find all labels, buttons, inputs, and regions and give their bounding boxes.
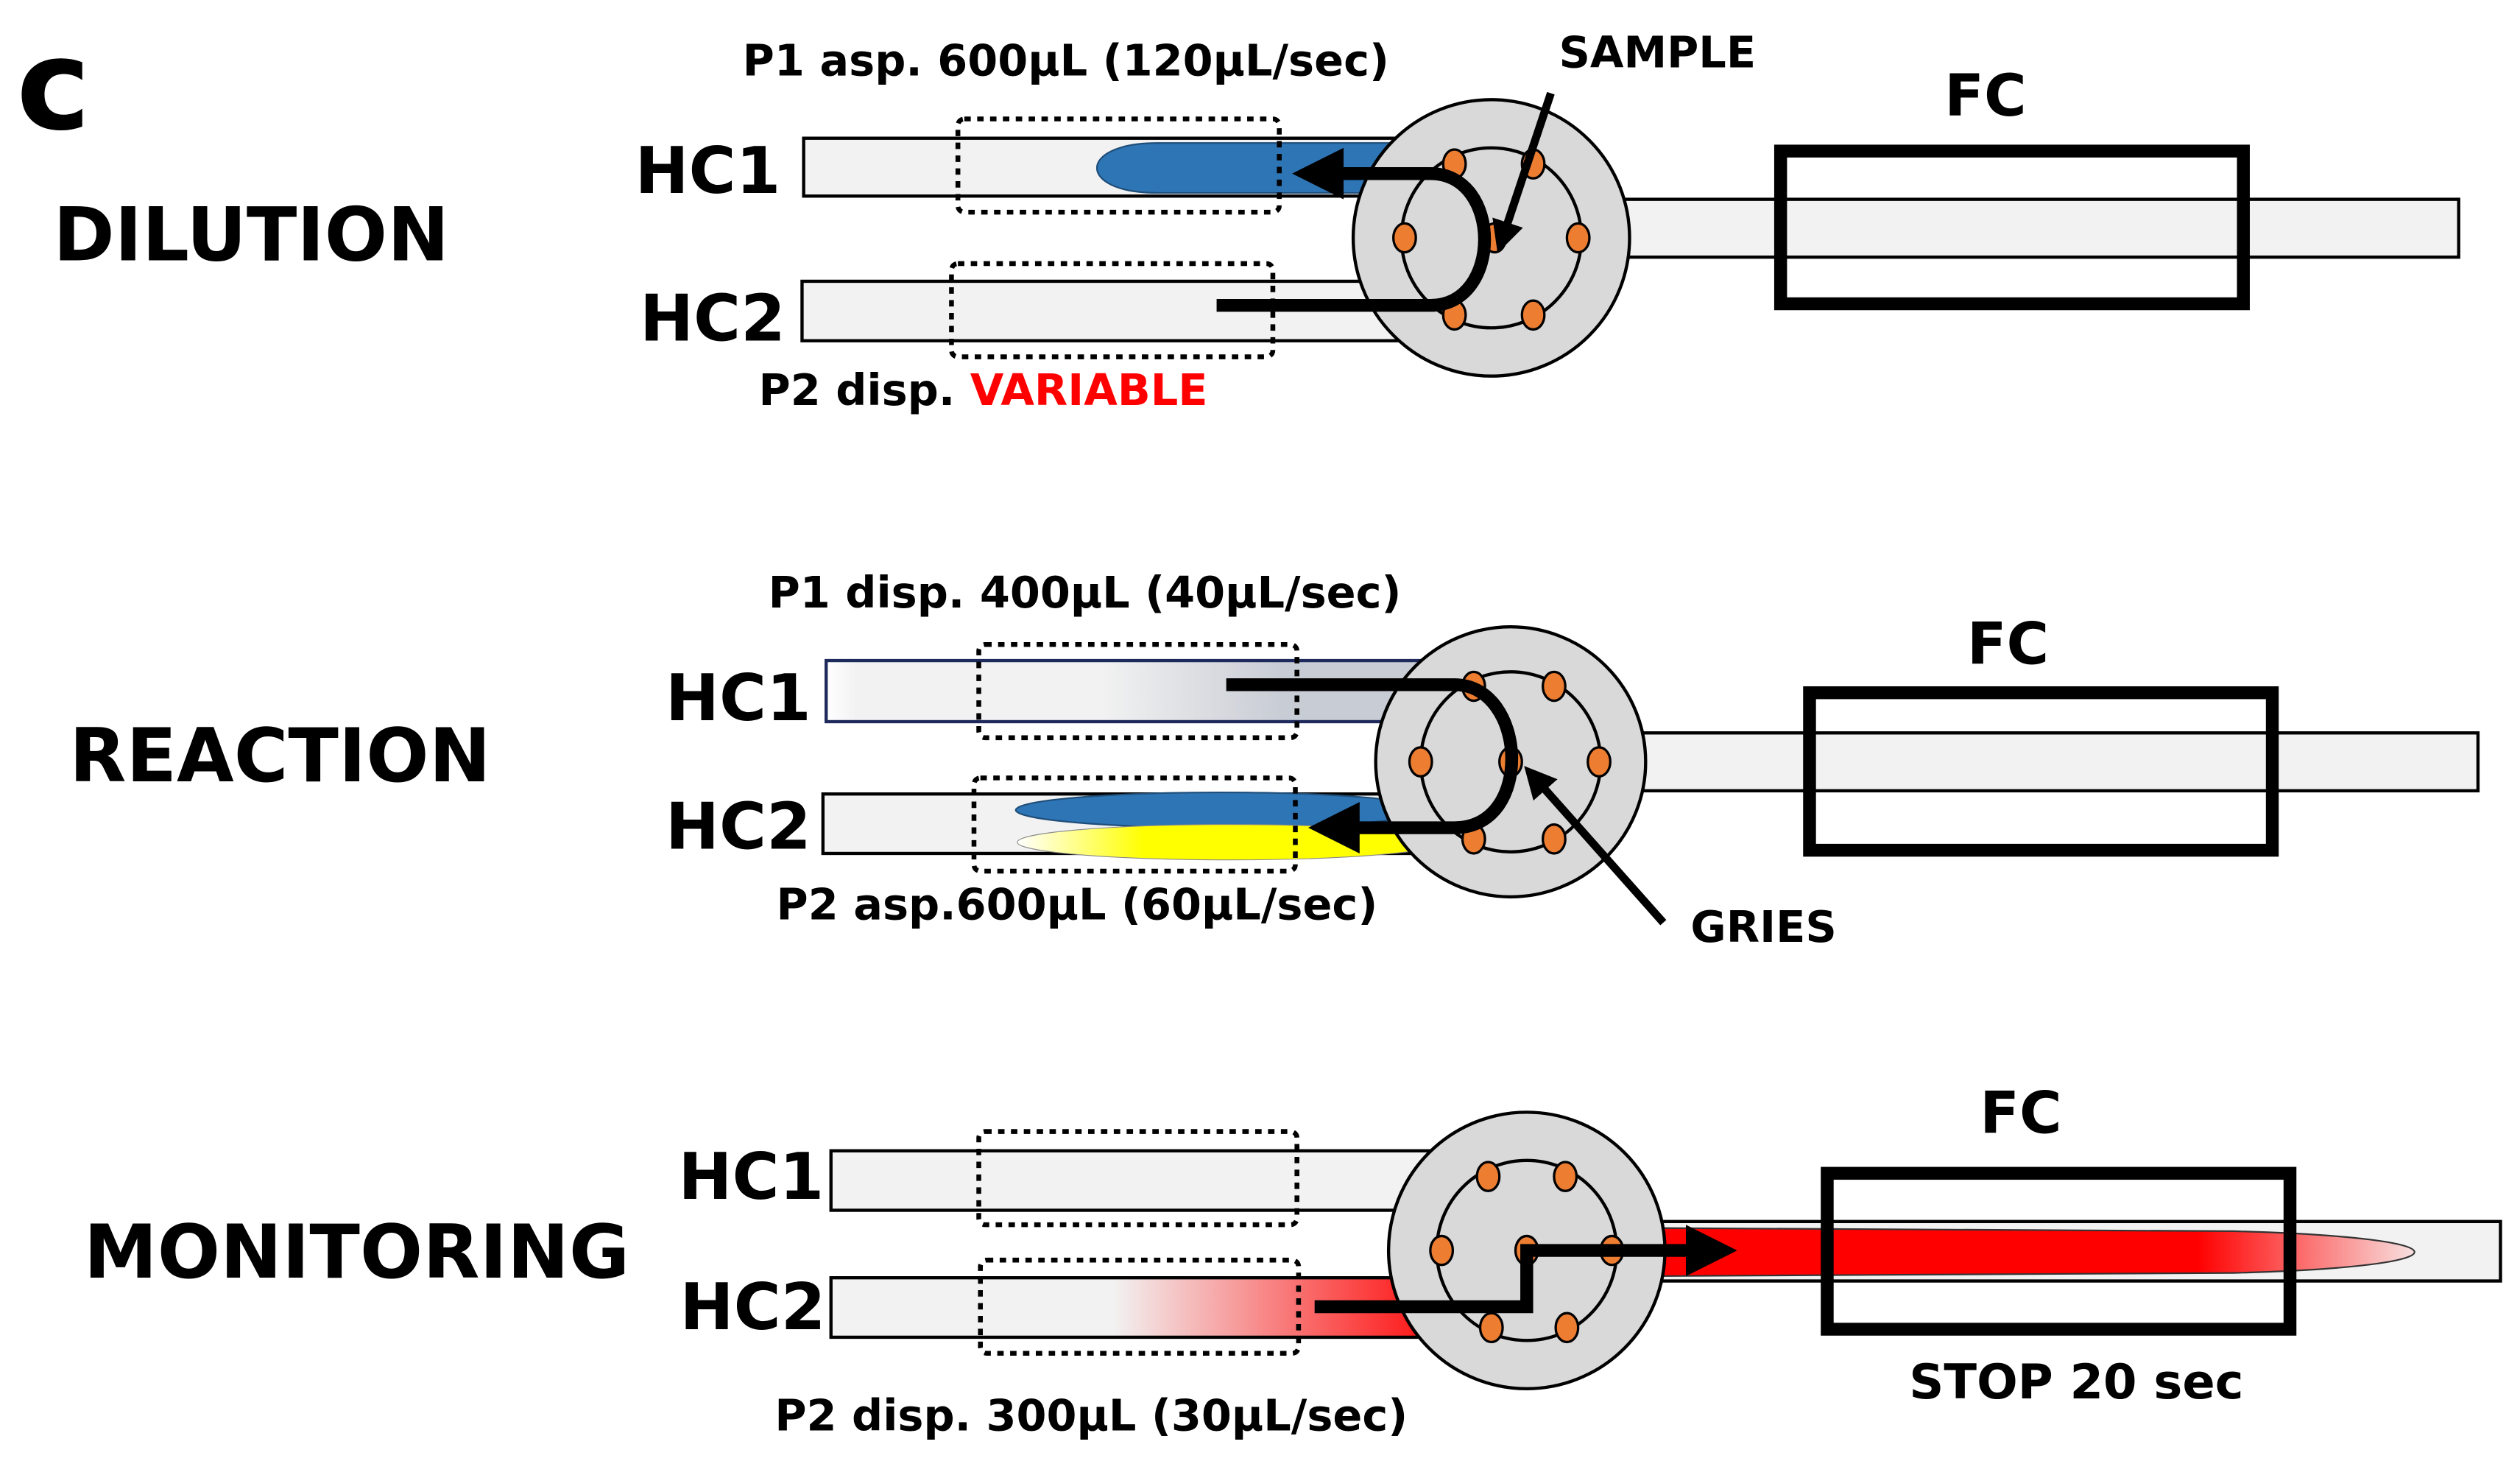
variable-highlight: VARIABLE [970, 365, 1208, 415]
hc2-zone [978, 1257, 1302, 1356]
fc-label: FC [1967, 610, 2049, 677]
stage-title: MONITORING [84, 1209, 630, 1295]
flow-cell [1821, 1166, 2297, 1336]
bottom-note: P2 disp. VARIABLE [759, 365, 1208, 415]
flow-path-arrow [1226, 678, 1519, 853]
sample-arrow [1492, 91, 1555, 253]
stage-title: DILUTION [53, 192, 449, 278]
port [1587, 746, 1612, 778]
hc2-label: HC2 [680, 1270, 826, 1345]
outlet-tube [1621, 731, 2480, 793]
port [1520, 299, 1546, 331]
port [1475, 1161, 1501, 1192]
hc1-label: HC1 [635, 133, 780, 208]
hc2-label: HC2 [666, 789, 811, 864]
hc1-label: HC1 [666, 661, 811, 736]
hc1-tube [825, 658, 1439, 724]
outlet-tube [1605, 197, 2460, 259]
hc1-zone [976, 641, 1299, 741]
stage-reaction: REACTION P1 disp. 400µL (40µL/sec) FC HC… [69, 567, 2480, 952]
stop-note: STOP 20 sec [1909, 1354, 2243, 1410]
bottom-note: P2 disp. 300µL (30µL/sec) [774, 1390, 1408, 1441]
port [1554, 1312, 1580, 1344]
port [1392, 222, 1417, 254]
hc2-label: HC2 [640, 281, 786, 356]
port [1542, 670, 1567, 703]
port [1565, 222, 1591, 254]
port [1429, 1234, 1455, 1267]
flow-cell [1773, 144, 2250, 311]
stage-dilution: DILUTION P1 asp. 600µL (120µL/sec) SAMPL… [53, 27, 2460, 415]
top-note: P1 asp. 600µL (120µL/sec) [743, 35, 1389, 86]
gries-arrow [1524, 766, 1667, 926]
hc2-zone [949, 261, 1276, 359]
flow-path-arrow [1314, 1225, 1737, 1314]
fc-label: FC [1944, 62, 2026, 130]
gries-label: GRIES [1690, 901, 1836, 952]
port [1542, 823, 1567, 855]
bottom-note: P2 asp.600µL (60µL/sec) [777, 879, 1378, 929]
port [1553, 1161, 1578, 1192]
sample-plug [1096, 142, 1447, 194]
fc-label: FC [1980, 1080, 2061, 1147]
stage-monitoring: MONITORING FC HC1 HC2 P2 disp. 300µL (30… [84, 1080, 2502, 1441]
top-note: P1 disp. 400µL (40µL/sec) [769, 567, 1402, 618]
port [1478, 1312, 1504, 1344]
hc1-zone [955, 116, 1282, 215]
bottom-note-prefix: P2 disp. [759, 365, 970, 415]
product-plug [1638, 1227, 2415, 1278]
hc2-zone [971, 775, 1298, 874]
hc1-zone [976, 1129, 1299, 1228]
hc1-label: HC1 [678, 1139, 824, 1214]
panel-letter: c [16, 13, 91, 159]
sample-label: SAMPLE [1559, 27, 1756, 78]
flow-path-arrow [1216, 147, 1492, 312]
stage-title: REACTION [69, 713, 490, 799]
port [1408, 746, 1433, 778]
hc1-tube [829, 1149, 1460, 1212]
flow-cell [1803, 686, 2279, 857]
